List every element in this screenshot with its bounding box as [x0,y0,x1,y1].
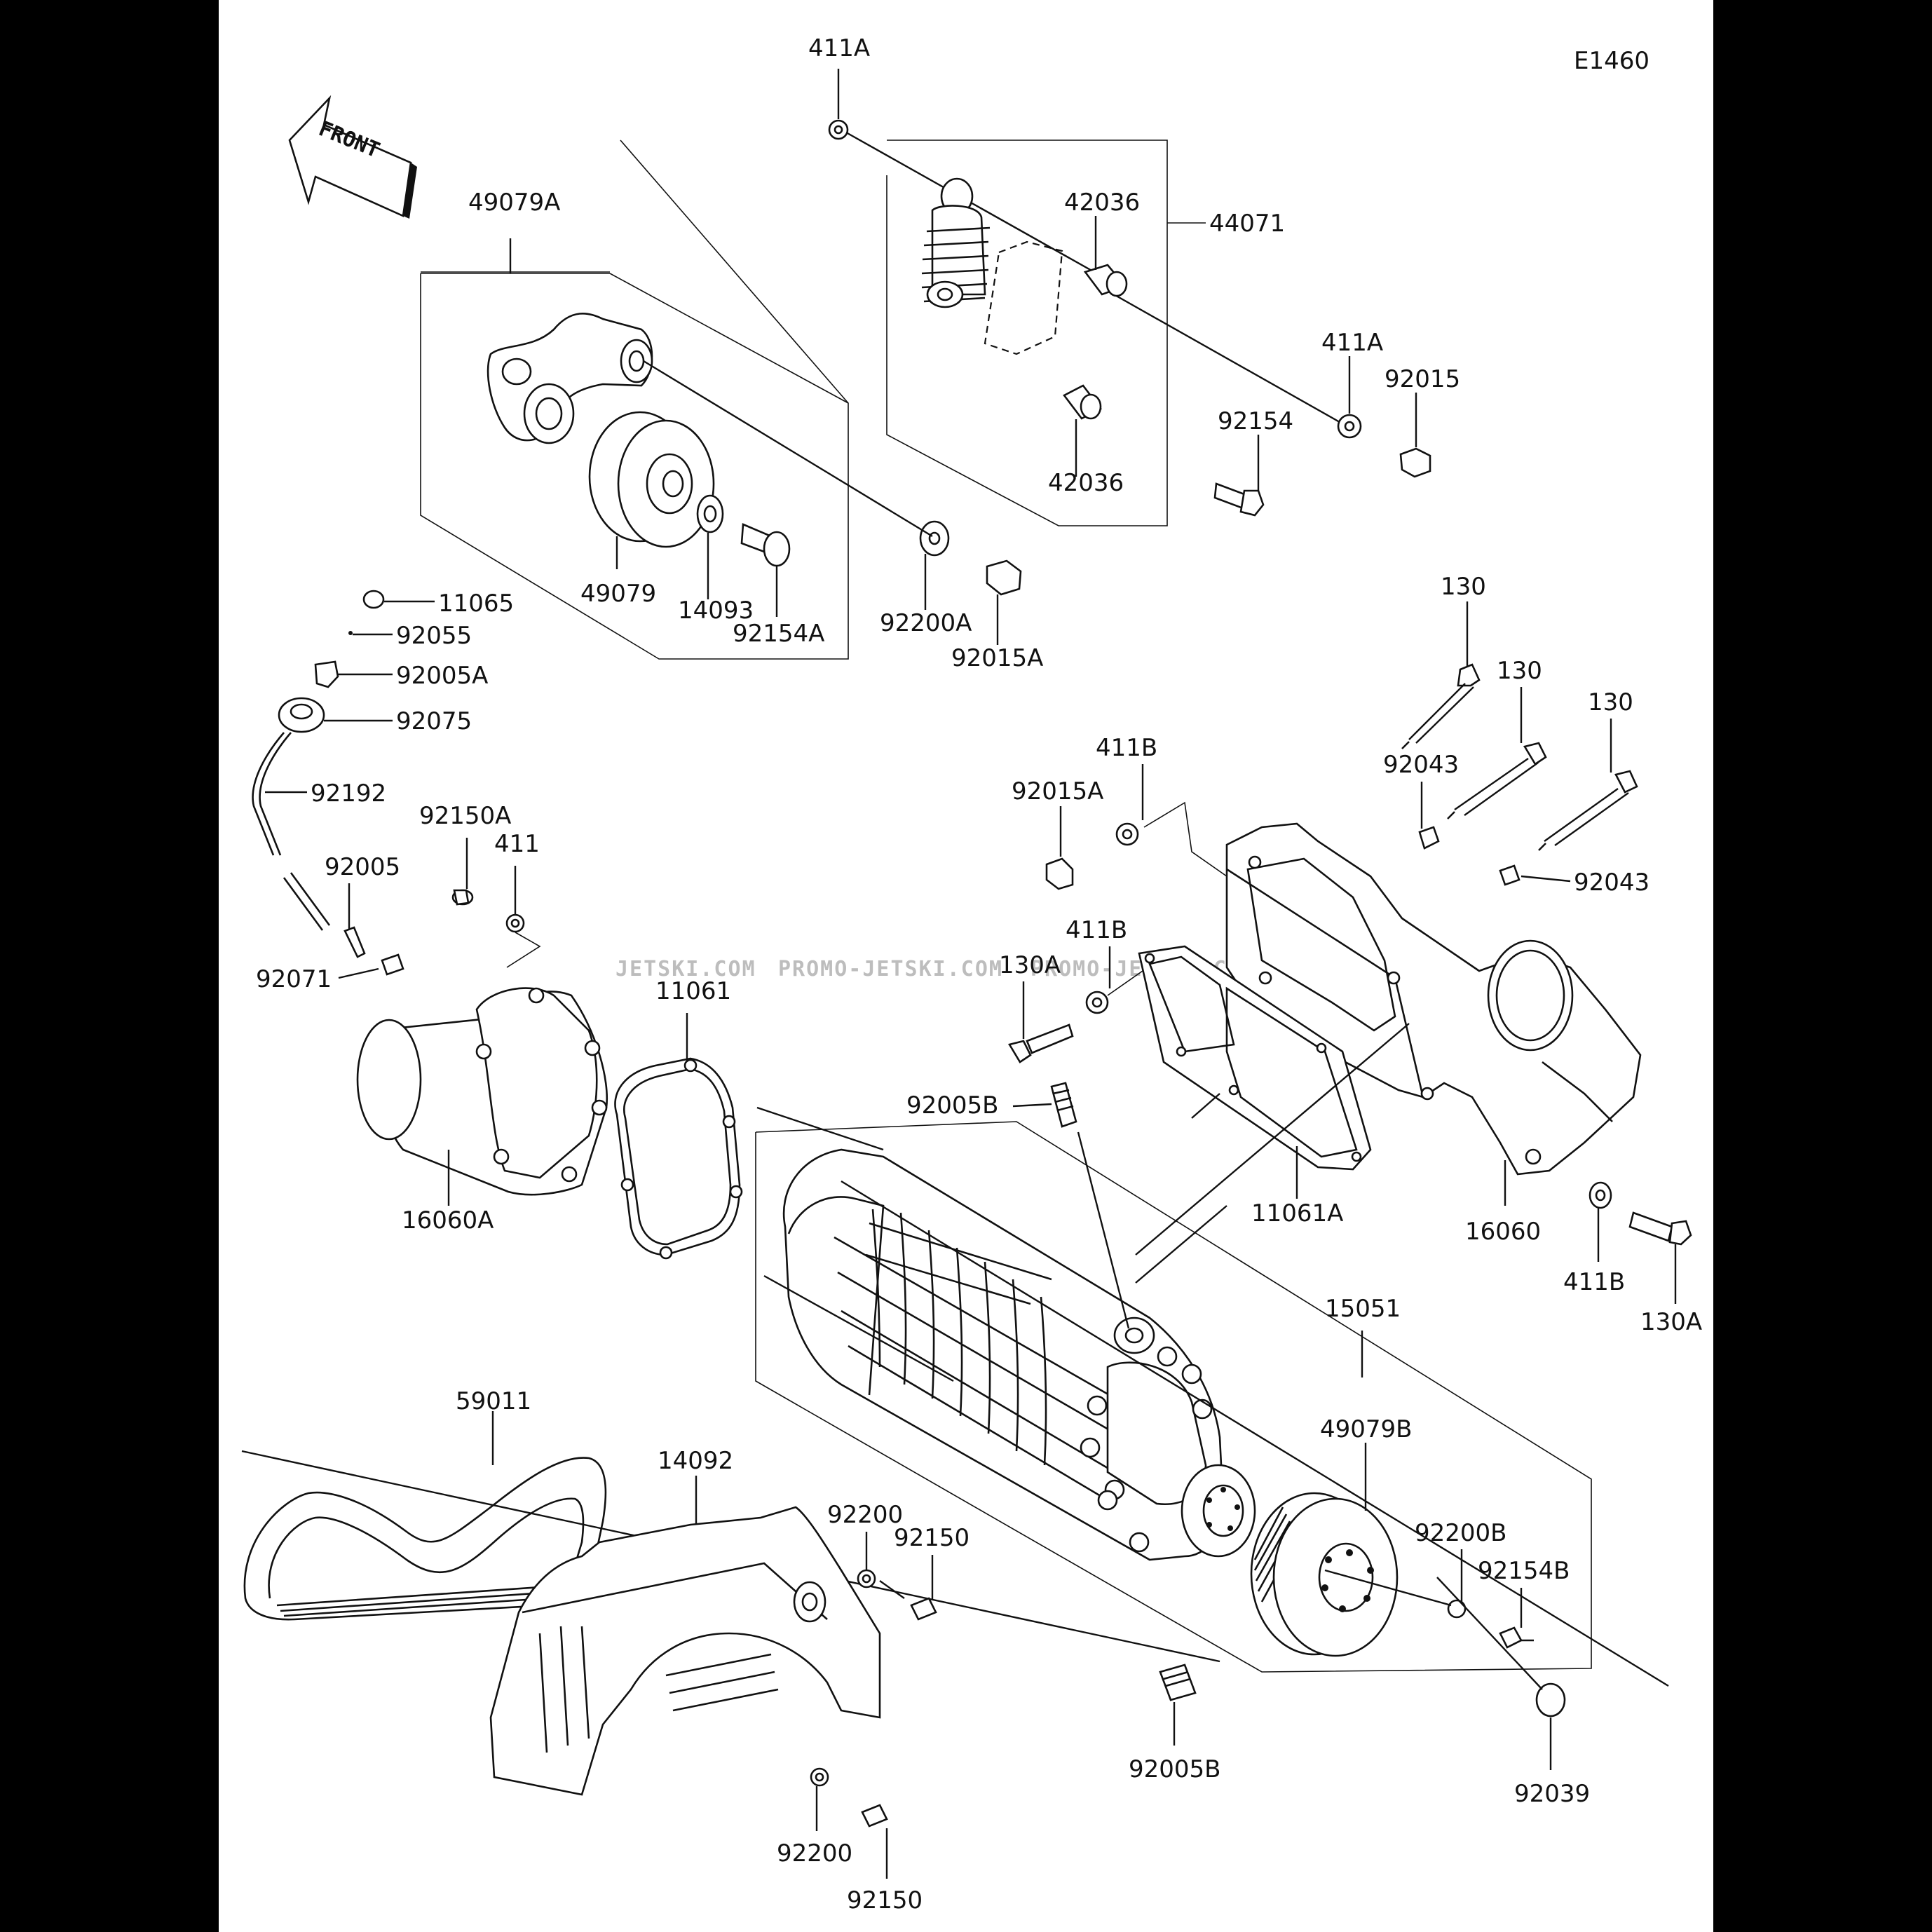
watermark-1: JETSKI.COM [615,957,756,981]
callout-92154a: 92154A [733,620,824,648]
callout-92192: 92192 [311,780,386,808]
callout-11065: 11065 [438,590,514,618]
belt-59011 [241,1450,1220,1663]
oil-line-parts [252,590,525,976]
callout-92154b: 92154B [1478,1557,1570,1585]
callout-49079a: 49079A [468,189,560,217]
diagram-code: E1460 [1574,47,1649,75]
callout-411a-right: 411A [1321,329,1383,357]
damper-assembly [828,119,1431,526]
callout-92071: 92071 [256,965,332,993]
callout-92039: 92039 [1514,1780,1590,1808]
callout-92005a: 92005A [396,662,488,690]
callout-92005b: 92005B [906,1091,998,1120]
callout-92015: 92015 [1385,365,1460,393]
outlet-housing-16060 [1225,822,1642,1176]
callout-411: 411 [494,830,540,858]
gasket-11061 [614,1057,743,1260]
callout-49079b: 49079B [1320,1415,1412,1443]
callout-44071: 44071 [1209,210,1285,238]
callout-92015a: 92015A [951,644,1043,672]
callout-92200-bottom: 92200 [777,1839,852,1868]
callout-92154: 92154 [1218,407,1293,435]
bolts-130 [1007,663,1692,1246]
callout-411b: 411B [1096,734,1157,762]
callout-130a-left: 130A [999,951,1061,979]
belt-cover-14092 [489,1506,937,1828]
callout-11061: 11061 [655,977,731,1005]
callout-15051: 15051 [1325,1295,1401,1323]
supercharger-15051 [755,1121,1592,1673]
leader-lines [265,69,1677,1879]
callout-130-a: 130 [1441,573,1486,601]
inlet-housing-16060a [356,987,608,1196]
pulley-49079b [1250,1492,1399,1657]
callout-42036: 42036 [1064,189,1140,217]
callout-92075: 92075 [396,707,472,735]
callout-411a: 411A [808,34,870,62]
callout-11061a: 11061A [1251,1199,1343,1227]
callout-49079: 49079 [580,580,656,608]
callout-92150-bottom: 92150 [847,1886,923,1914]
callout-59011: 59011 [456,1387,531,1415]
callout-16060: 16060 [1465,1218,1541,1246]
callout-14093: 14093 [678,597,754,625]
callout-labels: 411A 49079A 42036 44071 411A 92015 92154… [256,34,1702,1914]
callout-411b-mid: 411B [1066,916,1127,944]
callout-130-b: 130 [1497,657,1542,685]
callout-42036-bottom: 42036 [1048,469,1124,497]
front-arrow-icon: FRONT [288,95,417,219]
callout-92150a: 92150A [419,802,511,830]
callout-411b-right: 411B [1563,1268,1625,1296]
callout-92015a-mid: 92015A [1012,777,1103,805]
callout-92200: 92200 [827,1501,903,1529]
callout-92005b-bottom: 92005B [1129,1755,1220,1783]
callout-14092: 14092 [658,1447,733,1475]
callout-92150: 92150 [894,1524,970,1552]
gasket-11061a [1138,945,1372,1171]
callout-130a-right: 130A [1640,1308,1702,1336]
callout-16060a: 16060A [402,1206,494,1234]
tensioner-assembly [420,140,1022,660]
callout-92200a: 92200A [880,609,972,637]
supercharger-fasteners [841,1082,1669,1717]
callout-92055: 92055 [396,622,472,650]
callout-92005: 92005 [325,853,400,881]
watermark-2: PROMO-JETSKI.COM [778,957,1003,981]
callout-92043-right: 92043 [1574,869,1649,897]
callout-92043: 92043 [1383,751,1459,779]
callout-130-c: 130 [1588,688,1633,716]
callout-92200b: 92200B [1415,1519,1506,1547]
